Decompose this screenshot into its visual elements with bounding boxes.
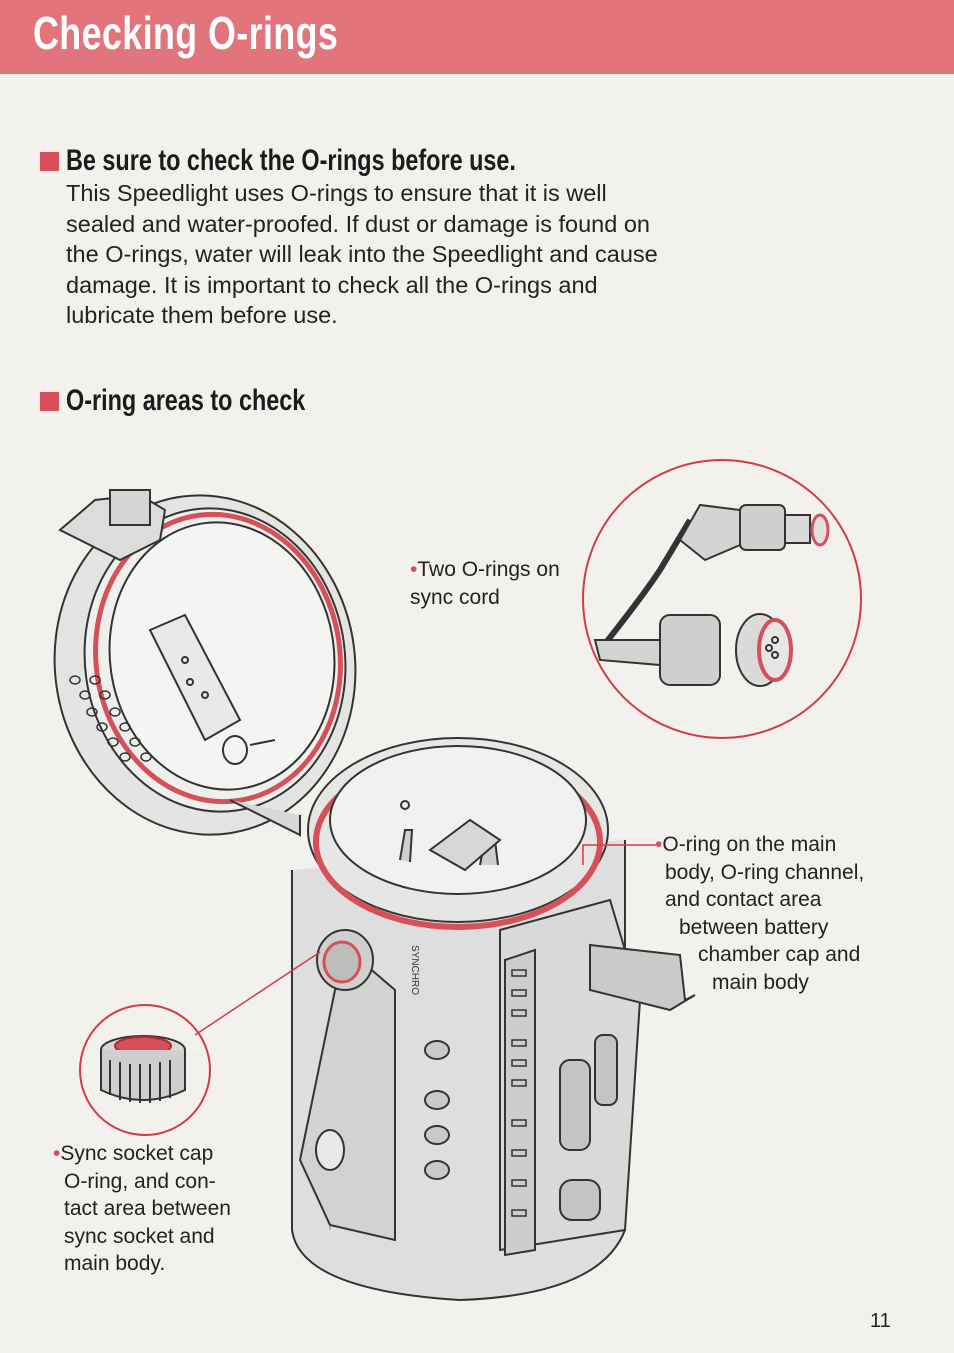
synchro-label: SYNCHRO <box>409 945 420 995</box>
callout-line: main body. <box>64 1252 166 1275</box>
heading-bullet-square <box>40 151 59 171</box>
callout-line: sync socket and <box>64 1224 215 1248</box>
page-title: Checking O-rings <box>33 7 339 59</box>
main-body: SYNCHRO <box>291 737 696 1302</box>
paragraph-line: the O-rings, water will leak into the Sp… <box>66 241 658 267</box>
callout-line: and contact area <box>665 888 822 911</box>
callout-line: Two O-rings on <box>417 558 560 581</box>
callout-line: body, O-ring channel, <box>665 860 865 884</box>
heading-bullet-square <box>40 391 59 411</box>
callout-line: O-ring on the main <box>662 833 837 856</box>
callout-bullet: • <box>410 558 418 581</box>
callout-line: O-ring, and con- <box>64 1169 216 1193</box>
paragraph-line: damage. It is important to check all the… <box>66 271 598 298</box>
page-header: Checking O-rings <box>0 0 954 74</box>
paragraph-line: This Speedlight uses O-rings to ensure t… <box>66 180 607 206</box>
section-heading-text: O-ring areas to check <box>66 384 306 417</box>
page-number: 11 <box>870 1310 891 1332</box>
callout-line: Sync socket cap <box>60 1142 214 1165</box>
intro-paragraph: This Speedlight uses O-rings to ensure t… <box>66 178 766 331</box>
callout-bullet: • <box>655 833 663 856</box>
callout-sync-socket: •Sync socket cap O-ring, and con- tact a… <box>53 1140 231 1278</box>
callout-leaders <box>194 844 660 1036</box>
callout-main-body: •O-ring on the main body, O-ring channel… <box>655 831 864 996</box>
section-heading-areas-to-check: O-ring areas to check <box>40 384 373 418</box>
callout-line: chamber cap and <box>698 943 861 966</box>
callout-line: sync cord <box>410 585 500 609</box>
callout-sync-cord: •Two O-rings on sync cord <box>410 556 560 611</box>
section-heading-text: Be sure to check the O-rings before use. <box>66 144 516 177</box>
callout-line: tact area between <box>64 1197 231 1220</box>
battery-chamber-cap <box>53 489 357 837</box>
callout-line: between battery <box>679 915 829 939</box>
sync-cord-detail-circle <box>582 459 862 739</box>
paragraph-line: lubricate them before use. <box>66 302 338 328</box>
paragraph-line: sealed and water-proofed. If dust or dam… <box>66 210 650 237</box>
callout-bullet: • <box>53 1142 61 1165</box>
grip-holes <box>69 675 152 762</box>
section-heading-check-before-use: Be sure to check the O-rings before use. <box>40 144 643 178</box>
sync-socket-cap-detail-circle <box>79 1004 211 1136</box>
callout-line: main body <box>712 970 809 994</box>
